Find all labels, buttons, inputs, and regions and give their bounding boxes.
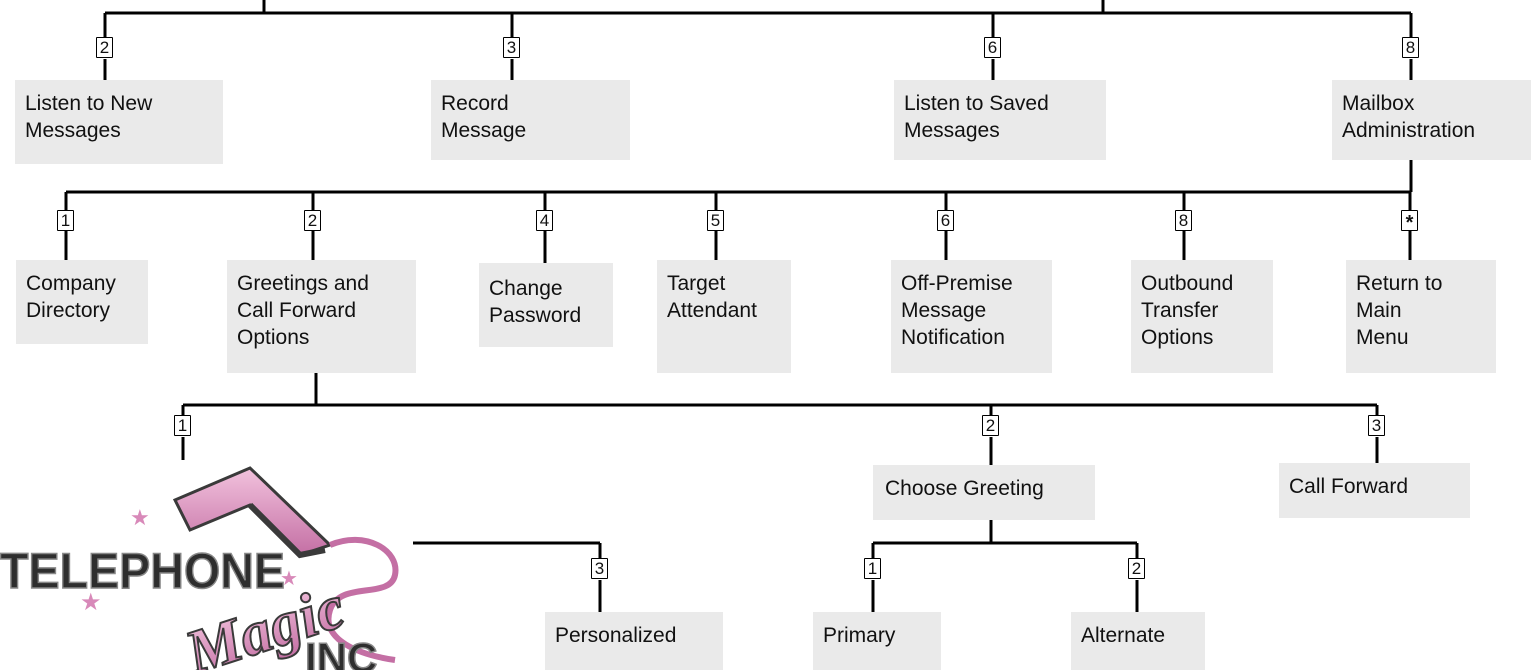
key-badge: 1 (57, 210, 74, 231)
node-return-main-menu: Return to Main Menu (1346, 260, 1496, 373)
key-badge: 8 (1175, 210, 1192, 231)
node-target-attendant: Target Attendant (657, 260, 791, 373)
key-badge: 2 (982, 415, 999, 436)
node-outbound-transfer-options: Outbound Transfer Options (1131, 260, 1273, 373)
key-badge: 1 (174, 415, 191, 436)
node-record-message: Record Message (431, 80, 630, 160)
node-alternate: Alternate (1071, 612, 1205, 670)
node-change-password: Change Password (479, 263, 613, 347)
key-badge: * (1401, 210, 1418, 234)
logo-telephone-text: TELEPHONE (0, 543, 285, 599)
key-badge: 6 (937, 210, 954, 231)
node-personalized: Personalized (545, 612, 723, 670)
key-badge: 3 (503, 37, 520, 58)
node-mailbox-administration: Mailbox Administration (1332, 80, 1531, 160)
key-badge: 1 (864, 558, 881, 579)
node-company-directory: Company Directory (16, 260, 148, 344)
key-badge: 2 (304, 210, 321, 231)
node-listen-saved-messages: Listen to Saved Messages (894, 80, 1106, 160)
star-icon: ★ (130, 506, 150, 531)
key-badge: 2 (96, 37, 113, 58)
node-off-premise-notification: Off-Premise Message Notification (891, 260, 1052, 373)
key-badge: 2 (1128, 558, 1145, 579)
logo-inc-text: INC (305, 634, 377, 670)
key-badge: 6 (984, 37, 1001, 58)
key-badge: 5 (707, 210, 724, 231)
node-call-forward: Call Forward (1279, 463, 1470, 518)
node-primary: Primary (813, 612, 941, 670)
key-badge: 4 (536, 210, 553, 231)
telephone-magic-logo: ★ ★ ★ TELEPHONE Magic INC (0, 466, 399, 670)
key-badge: 8 (1402, 37, 1419, 58)
key-badge: 3 (1368, 415, 1385, 436)
node-listen-new-messages: Listen to New Messages (15, 80, 223, 164)
star-icon: ★ (80, 588, 102, 616)
node-choose-greeting: Choose Greeting (873, 465, 1095, 520)
star-icon: ★ (280, 566, 298, 590)
key-badge: 3 (591, 558, 608, 579)
node-greetings-call-forward: Greetings and Call Forward Options (227, 260, 416, 373)
